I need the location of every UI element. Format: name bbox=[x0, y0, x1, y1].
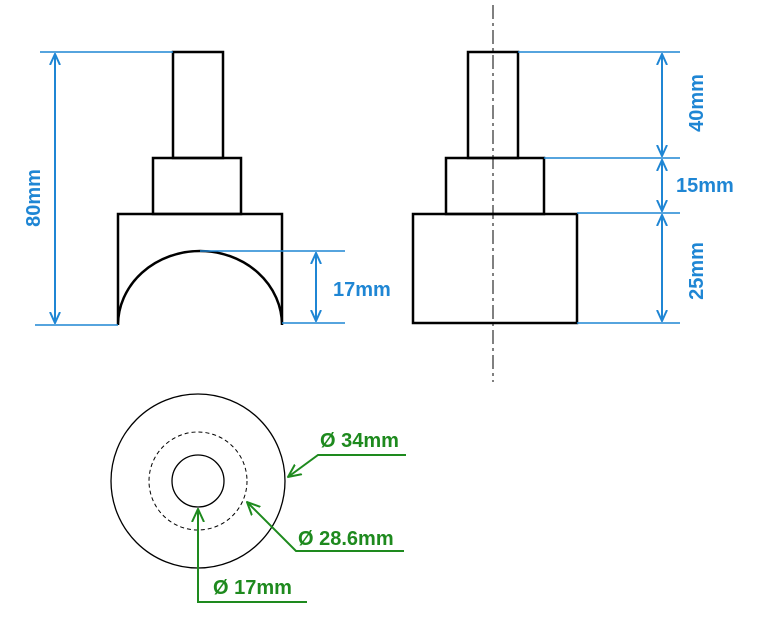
overall-height-label: 80mm bbox=[23, 169, 45, 227]
inner-diameter-leader bbox=[198, 509, 307, 603]
top-section-label: 40mm bbox=[686, 74, 708, 132]
middle-circle-hidden bbox=[148, 431, 248, 531]
middle-section-label: 15mm bbox=[676, 175, 734, 197]
side-view: 40mm 15mm 25mm bbox=[411, 5, 734, 382]
arch-height-label: 17mm bbox=[333, 279, 391, 301]
side-middle-collar bbox=[444, 156, 546, 216]
outer-diameter-label: Ø 34mm bbox=[320, 430, 399, 452]
bottom-section-label: 25mm bbox=[686, 242, 708, 300]
inner-circle bbox=[171, 454, 225, 508]
front-top-shaft bbox=[171, 50, 225, 160]
middle-diameter-label: Ø 28.6mm bbox=[298, 528, 394, 550]
side-base-block bbox=[411, 212, 579, 325]
inner-diameter-label: Ø 17mm bbox=[213, 577, 292, 599]
outer-diameter-leader bbox=[288, 454, 406, 477]
front-middle-collar bbox=[151, 156, 243, 216]
top-view: Ø 34mm Ø 28.6mm Ø 17mm bbox=[110, 393, 406, 603]
front-view: 80mm 17mm bbox=[23, 50, 391, 326]
front-arched-base bbox=[116, 212, 284, 326]
middle-diameter-leader bbox=[247, 502, 404, 552]
